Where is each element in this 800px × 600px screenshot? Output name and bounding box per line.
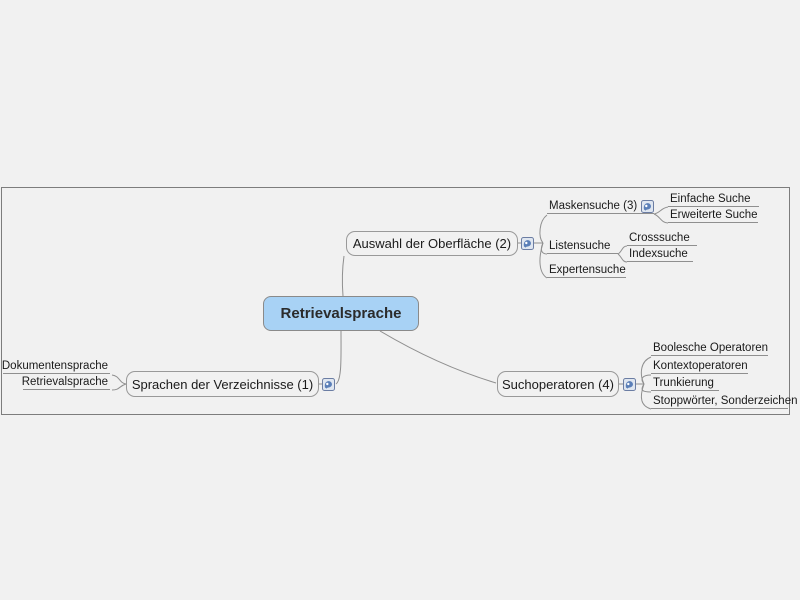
map-link-icon[interactable] [322,378,335,391]
node-dokumentensprache[interactable]: Dokumentensprache [1,359,110,374]
node-indexsuche[interactable]: Indexsuche [627,247,693,262]
node-label: Listensuche [549,240,611,252]
node-label: Dokumentensprache [1,360,108,372]
node-stoppwoerter-sonderzeichen[interactable]: Stoppwörter, Sonderzeichen [651,394,797,409]
node-maskensuche[interactable]: Maskensuche (3) [547,199,655,214]
node-retrievalsprache-root[interactable]: Retrievalsprache [263,296,419,331]
node-label: Erweiterte Suche [670,209,758,221]
node-label: Kontextoperatoren [653,360,748,372]
node-retrievalsprache-leaf[interactable]: Retrievalsprache [21,375,110,390]
node-label: Suchoperatoren (4) [501,376,614,392]
node-label: Einfache Suche [670,193,751,205]
map-frame [1,187,790,415]
node-label: Retrievalsprache [280,305,402,322]
node-label: Auswahl der Oberfläche (2) [352,236,512,251]
node-listensuche[interactable]: Listensuche [547,239,618,254]
map-link-icon[interactable] [623,378,636,391]
node-sprachen-der-verzeichnisse[interactable]: Sprachen der Verzeichnisse (1) [126,371,319,397]
node-suchoperatoren[interactable]: Suchoperatoren (4) [497,371,619,397]
map-link-icon[interactable] [641,200,655,213]
node-label: Indexsuche [629,248,688,260]
node-auswahl-der-oberflaeche[interactable]: Auswahl der Oberfläche (2) [346,231,518,256]
node-einfache-suche[interactable]: Einfache Suche [668,192,759,207]
node-label: Trunkierung [653,377,714,389]
node-label: Sprachen der Verzeichnisse (1) [131,376,314,392]
node-label: Boolesche Operatoren [653,342,769,354]
node-label: Maskensuche (3) [549,200,638,212]
node-label: Crosssuche [629,232,690,244]
node-crosssuche[interactable]: Crosssuche [627,231,697,246]
node-label: Expertensuche [549,264,626,276]
node-trunkierung[interactable]: Trunkierung [651,376,719,391]
edge-group [111,206,669,410]
node-label: Stoppwörter, Sonderzeichen [653,395,798,407]
node-label: Retrievalsprache [21,376,108,388]
node-kontextoperatoren[interactable]: Kontextoperatoren [651,359,748,374]
map-link-icon[interactable] [521,237,534,250]
node-erweiterte-suche[interactable]: Erweiterte Suche [668,208,758,223]
node-expertensuche[interactable]: Expertensuche [547,263,626,278]
node-boolesche-operatoren[interactable]: Boolesche Operatoren [651,341,768,356]
